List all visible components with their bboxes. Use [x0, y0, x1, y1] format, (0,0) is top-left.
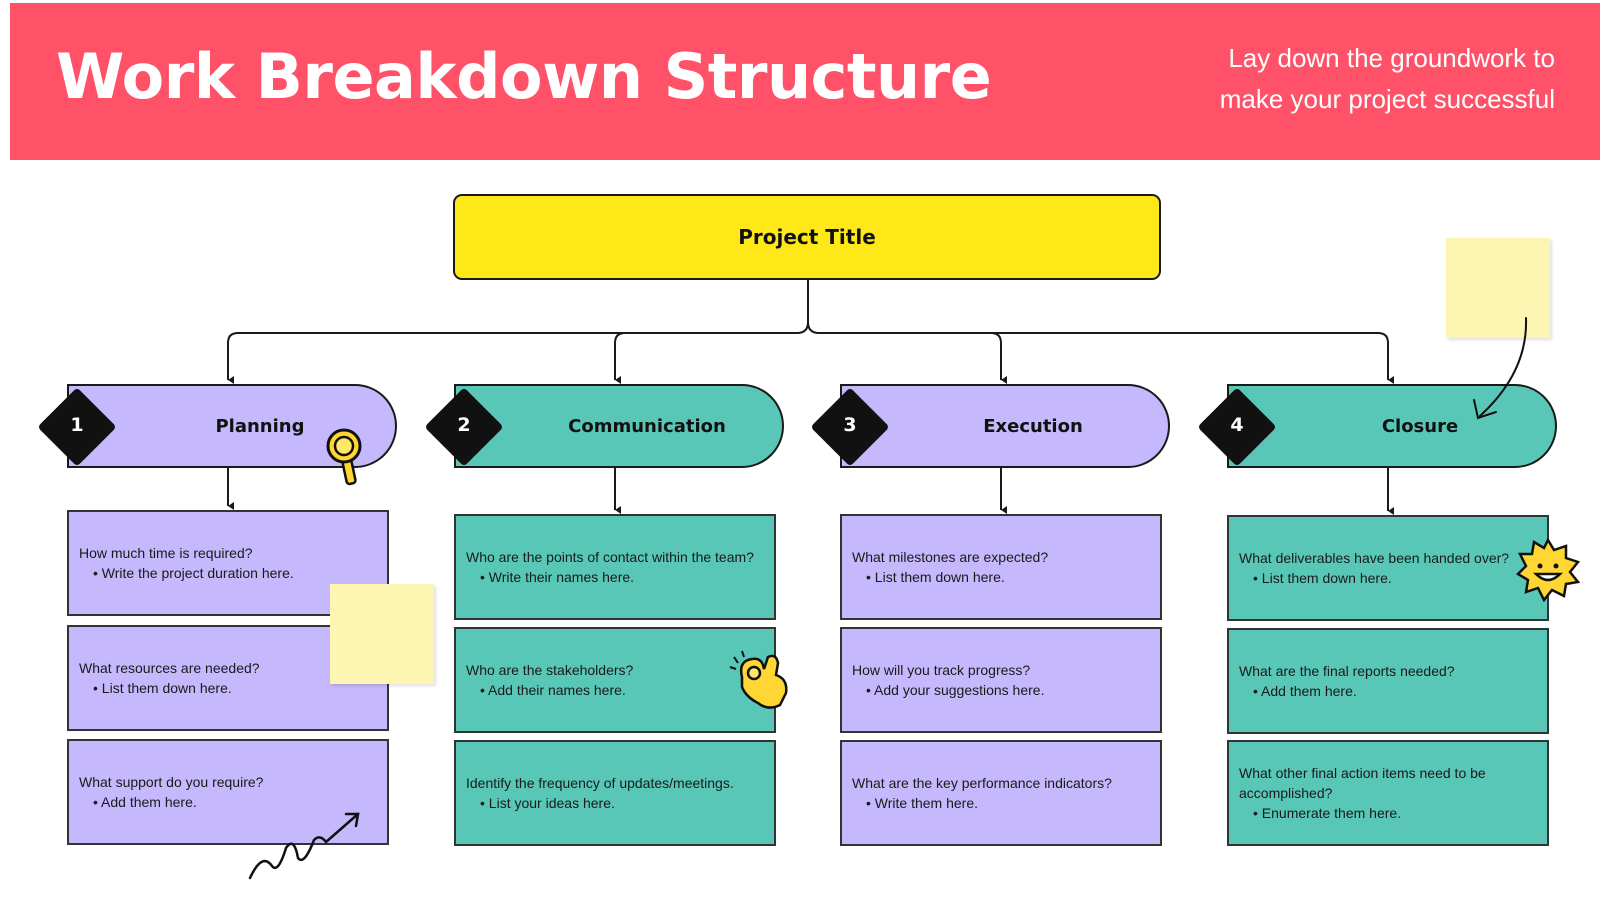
page-title: Work Breakdown Structure: [56, 40, 992, 113]
task-card: What deliverables have been handed over?…: [1227, 515, 1549, 621]
task-question: Who are the points of contact within the…: [466, 549, 754, 565]
phase-label: Execution: [983, 415, 1083, 437]
task-bullet: Add their names here.: [466, 680, 764, 700]
sticky-note: [1446, 238, 1550, 338]
task-question: What resources are needed?: [79, 660, 260, 676]
sticky-note: [330, 584, 434, 684]
curved-arrow-icon: [1473, 317, 1528, 420]
task-question: How much time is required?: [79, 545, 253, 561]
task-card: What milestones are expected? List them …: [840, 514, 1162, 620]
task-question: Who are the stakeholders?: [466, 662, 634, 678]
task-question: What are the key performance indicators?: [852, 775, 1112, 791]
task-question: What are the final reports needed?: [1239, 663, 1455, 679]
task-bullet: List your ideas here.: [466, 793, 764, 813]
phase-number: 2: [457, 414, 471, 436]
task-card: Who are the stakeholders? Add their name…: [454, 627, 776, 733]
task-question: What deliverables have been handed over?: [1239, 550, 1510, 566]
ok-hand-icon: [729, 650, 788, 709]
task-bullet: Enumerate them here.: [1239, 803, 1537, 823]
task-question: What milestones are expected?: [852, 549, 1049, 565]
task-bullet: Write their names here.: [466, 567, 764, 587]
branch-line: [614, 332, 626, 384]
task-bullet: Add them here.: [79, 792, 377, 812]
page-subtitle: Lay down the groundwork to make your pro…: [1135, 38, 1555, 120]
header-banner: [10, 3, 1600, 160]
branch-line: [807, 321, 1394, 384]
task-card: What support do you require? Add them he…: [67, 739, 389, 845]
branch-line: [990, 332, 1007, 384]
squiggle-arrow-icon: [248, 812, 360, 880]
task-card: What are the final reports needed? Add t…: [1227, 628, 1549, 734]
task-bullet: List them down here.: [1239, 568, 1537, 588]
branch-line: [227, 321, 809, 384]
task-card: What other final action items need to be…: [1227, 740, 1549, 846]
phase-label: Closure: [1381, 415, 1459, 437]
task-question: Identify the frequency of updates/meetin…: [466, 775, 734, 791]
phase-closure: Closure: [1227, 384, 1557, 468]
task-question: What other final action items need to be…: [1239, 765, 1486, 801]
task-card: What are the key performance indicators?…: [840, 740, 1162, 846]
task-card: Who are the points of contact within the…: [454, 514, 776, 620]
task-bullet: List them down here.: [852, 567, 1150, 587]
phase-communication: Communication: [454, 384, 784, 468]
task-question: What support do you require?: [79, 774, 264, 790]
task-card: Identify the frequency of updates/meetin…: [454, 740, 776, 846]
subtitle-line-1: Lay down the groundwork to: [1228, 43, 1555, 73]
phase-number: 1: [70, 414, 84, 436]
magnifier-icon: [326, 428, 362, 486]
phase-label: Communication: [568, 415, 726, 437]
subtitle-line-2: make your project successful: [1219, 84, 1555, 114]
phase-execution: Execution: [840, 384, 1170, 468]
task-bullet: Write the project duration here.: [79, 563, 377, 583]
task-bullet: Add them here.: [1239, 681, 1537, 701]
root-node: Project Title: [453, 194, 1161, 280]
phase-label: Planning: [215, 415, 305, 437]
phase-number: 3: [843, 414, 857, 436]
task-card: How will you track progress? Add your su…: [840, 627, 1162, 733]
task-bullet: Add your suggestions here.: [852, 680, 1150, 700]
task-bullet: Write them here.: [852, 793, 1150, 813]
task-bullet: List them down here.: [79, 678, 377, 698]
task-question: How will you track progress?: [852, 662, 1031, 678]
sun-smile-icon: [1516, 538, 1580, 602]
phase-number: 4: [1230, 414, 1244, 436]
